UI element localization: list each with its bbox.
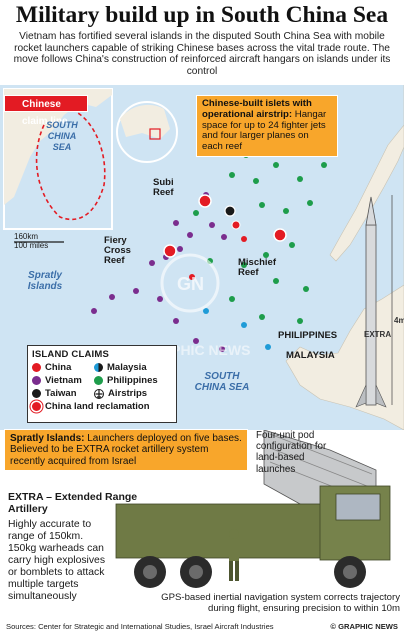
extra-description: Highly accurate to range of 150km. 150kg… (8, 519, 106, 602)
intro-text: Vietnam has fortified several islands in… (13, 31, 391, 77)
spratly-islands-label: Spratly Islands (27, 270, 63, 292)
spratly-info-box: Spratly Islands: Launchers deployed on f… (4, 429, 248, 472)
watermark-logo: GN (177, 274, 204, 294)
legend-label: Philippines (107, 375, 158, 386)
legend-label: Taiwan (45, 388, 77, 399)
malaysia-label: MALAYSIA (286, 350, 335, 361)
launcher-illustration (0, 430, 404, 622)
island-claims-legend: ISLAND CLAIMS China Malaysia Vietnam Phi… (27, 345, 177, 423)
philippines-label: PHILIPPINES (278, 330, 338, 341)
watermark-logo-circle (160, 253, 220, 313)
philippines-dot-icon (94, 376, 103, 385)
malaysia-dot-icon (94, 363, 103, 372)
legend-title: ISLAND CLAIMS (32, 349, 110, 360)
rocket-illustration (355, 195, 393, 408)
legend-label: Vietnam (45, 375, 82, 386)
legend-grid: China Malaysia Vietnam Philippines Taiwa… (32, 362, 172, 399)
china-dot-icon (32, 363, 41, 372)
legend-label: Malaysia (107, 362, 147, 373)
airstrip-info-heading: Chinese-built islets with operational ai… (202, 98, 312, 120)
palawan-land (329, 124, 404, 262)
legend-item-malaysia: Malaysia (94, 362, 176, 373)
legend-item-airstrips: Airstrips (94, 388, 176, 399)
extra-title: EXTRA – Extended Range Artillery (8, 491, 138, 515)
spratly-info-heading: Spratly Islands: (10, 433, 85, 444)
airstrip-icon (94, 388, 104, 399)
legend-item-vietnam: Vietnam (32, 375, 94, 386)
airstrip-info-box: Chinese-built islets with operational ai… (196, 95, 338, 157)
airstrip-info-body: Hangar space for up to 24 fighter jets a… (202, 108, 327, 153)
taiwan-dot-icon (32, 389, 41, 398)
scale-bar-labels: 160km 100 miles (14, 232, 48, 250)
rocket-height-label: 4m (394, 316, 404, 325)
sources-text: Sources: Center for Strategic and Intern… (6, 622, 274, 631)
south-china-sea-label: SOUTH CHINA SEA (194, 371, 250, 393)
mischief-reef-label: Mischief Reef (238, 257, 277, 278)
airstrip-markers (163, 194, 287, 258)
legend-item-taiwan: Taiwan (32, 388, 94, 399)
scale-miles: 100 miles (14, 241, 49, 250)
inset-sea-label: SOUTH CHINA SEA (46, 120, 78, 152)
legend-label: Airstrips (108, 388, 148, 399)
legend-label: China land reclamation (45, 401, 150, 412)
land-reclamation-ring-icon (32, 402, 41, 411)
fiery-cross-reef-label: Fiery Cross Reef (104, 235, 131, 266)
credit-text: © GRAPHIC NEWS (330, 622, 398, 631)
pod-configuration-text: Four-unit pod configuration for land-bas… (256, 430, 327, 475)
rocket-extra-label: EXTRA (364, 330, 392, 339)
truck (115, 485, 391, 588)
legend-item-land-reclamation: China land reclamation (32, 401, 172, 412)
page-title: Military build up in South China Sea (15, 2, 389, 28)
spratly-info-body: Launchers deployed on five bases. Believ… (10, 433, 242, 467)
scale-km: 160km (14, 232, 39, 241)
soldier (229, 529, 239, 581)
gps-navigation-text: GPS-based inertial navigation system cor… (161, 592, 400, 614)
subi-reef-label: Subi Reef (153, 177, 174, 198)
legend-item-philippines: Philippines (94, 375, 176, 386)
legend-label: China (45, 362, 72, 373)
chinese-claim-line-label: Chinese claim line (4, 95, 88, 127)
legend-item-china: China (32, 362, 94, 373)
vietnam-dot-icon (32, 376, 41, 385)
